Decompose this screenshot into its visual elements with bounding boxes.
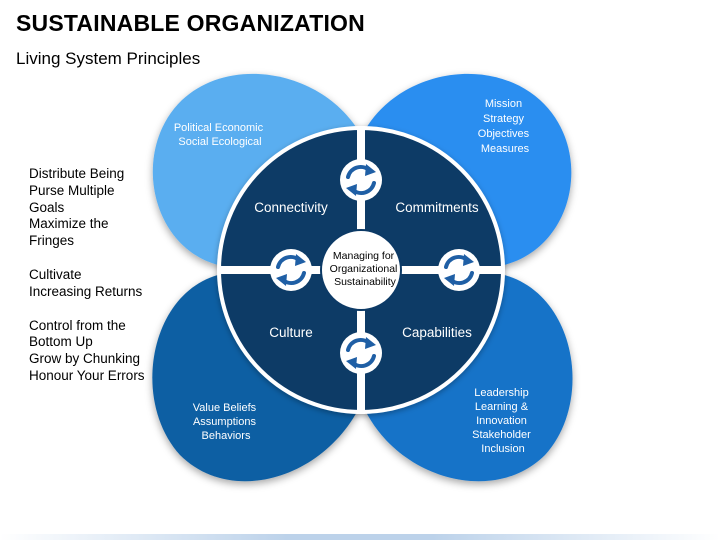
cycle-arrows-icon-right — [438, 249, 480, 291]
petal-top-right-text: Mission Strategy Objectives Measures — [478, 98, 532, 155]
quadrant-culture: Culture — [269, 325, 313, 340]
quadrant-connectivity: Connectivity — [254, 200, 328, 215]
principles-group-2: Cultivate Increasing Returns — [29, 267, 169, 301]
quadrant-commitments: Commitments — [395, 200, 479, 215]
petal-bottom-right-text: Leadership Learning & Innovation Stakeho… — [472, 387, 534, 455]
principle-line: Honour Your Errors — [29, 367, 145, 383]
footer-bar — [0, 534, 720, 540]
principle-line: Grow by Chunking — [29, 351, 141, 367]
principles-group-3: Control from the Bottom Up Grow by Chunk… — [29, 318, 169, 385]
center-hub — [320, 229, 402, 311]
principle-line: Increasing Returns — [29, 283, 143, 299]
principle-line: Bottom Up — [29, 334, 93, 350]
principle-line: Maximize the — [29, 216, 109, 232]
center-hub-text: Managing for Organizational Sustainabili… — [330, 250, 401, 288]
principles-list: Distribute Being Purse Multiple Goals Ma… — [29, 166, 169, 402]
principle-line: Goals — [29, 199, 65, 215]
principle-line: Fringes — [29, 233, 75, 249]
principles-group-1: Distribute Being Purse Multiple Goals Ma… — [29, 166, 169, 250]
principle-line: Purse Multiple — [29, 182, 115, 198]
quadrant-capabilities: Capabilities — [402, 325, 472, 340]
petal-bottom-left-text: Value Beliefs Assumptions Behaviors — [193, 402, 259, 442]
page-title: SUSTAINABLE ORGANIZATION — [16, 10, 365, 36]
petal-top-left-text: Political Economic Social Ecological — [174, 122, 266, 148]
cycle-arrows-icon-left — [270, 249, 312, 291]
cycle-arrows-icon-top — [340, 159, 382, 201]
principle-line: Control from the — [29, 317, 126, 333]
cycle-arrows-icon-bottom — [340, 332, 382, 374]
page-subtitle: Living System Principles — [16, 49, 201, 68]
principle-line: Distribute Being — [29, 166, 125, 181]
principle-line: Cultivate — [29, 266, 82, 282]
